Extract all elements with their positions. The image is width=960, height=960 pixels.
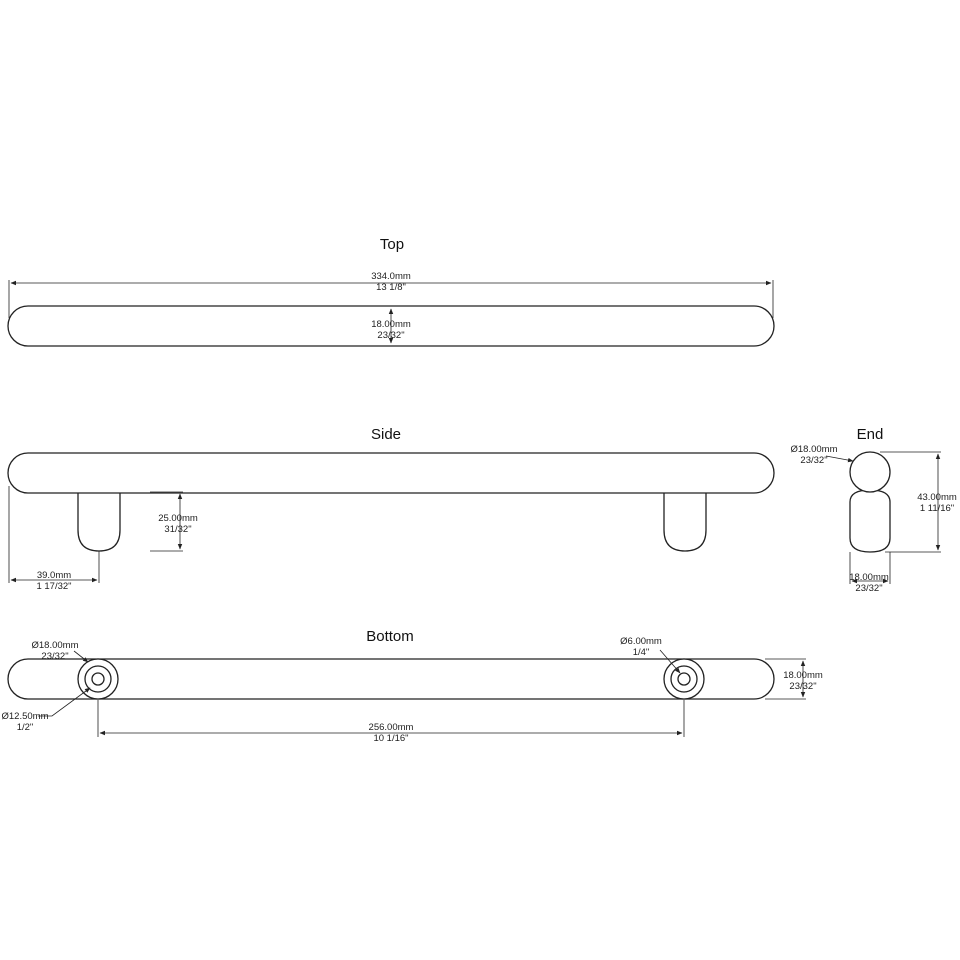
bottom-bar-outline: [7, 658, 775, 700]
end-view: End Ø18.00mm 23/32" 43.00mm 1 11/16" 18.…: [791, 426, 957, 594]
bottom-inner-diameter-leader: [38, 687, 91, 717]
end-width-mm-label: 18.00mm: [849, 572, 889, 583]
top-width-inch-label: 23/32": [377, 330, 404, 341]
bottom-width-mm-label: 18.00mm: [783, 670, 823, 681]
end-diameter-mm-label: Ø18.00mm: [791, 444, 838, 455]
bottom-hole-diameter-inch-label: 1/4": [633, 647, 650, 658]
end-height-inch-label: 1 11/16": [920, 503, 954, 514]
top-view: Top 334.0mm 13 1/8" 18.00mm 23/32": [7, 236, 775, 347]
bottom-view: Bottom Ø18.00mm 23/32" Ø12.50mm 1/2" Ø6.…: [2, 628, 823, 744]
bottom-width-inch-label: 23/32": [789, 681, 816, 692]
top-width-mm-label: 18.00mm: [371, 319, 411, 330]
end-height-mm-label: 43.00mm: [917, 492, 957, 503]
bottom-post-diameter-leader: [73, 650, 89, 663]
top-view-title: Top: [380, 236, 404, 253]
top-length-inch-label: 13 1/8": [376, 282, 406, 293]
bottom-inner-diameter-inch-label: 1/2": [17, 722, 34, 733]
bottom-hole-diameter-mm-label: Ø6.00mm: [620, 636, 662, 647]
bottom-post-diameter-inch-label: 23/32": [41, 651, 68, 662]
bottom-right-hole: [677, 672, 691, 686]
end-diameter-inch-label: 23/32": [800, 455, 827, 466]
bottom-view-title: Bottom: [366, 628, 414, 645]
end-bar-circle: [849, 451, 891, 493]
side-view: Side 25.00mm 31/32" 39.0mm 1 17/32": [7, 426, 775, 592]
end-post-outline: [849, 489, 891, 553]
side-bar-outline: [7, 452, 775, 494]
end-view-title: End: [857, 426, 884, 443]
bottom-spacing-inch-label: 10 1/16": [373, 733, 408, 744]
side-post-height-inch-label: 31/32": [164, 524, 191, 535]
side-post-height-mm-label: 25.00mm: [158, 513, 198, 524]
bottom-hole-diameter-leader: [659, 649, 681, 674]
side-post-offset-mm-label: 39.0mm: [37, 570, 71, 581]
bottom-inner-diameter-mm-label: Ø12.50mm: [2, 711, 49, 722]
bottom-left-hole: [91, 672, 105, 686]
top-length-mm-label: 334.0mm: [371, 271, 411, 282]
side-post-offset-inch-label: 1 17/32": [36, 581, 71, 592]
bottom-spacing-mm-label: 256.00mm: [369, 722, 414, 733]
side-view-title: Side: [371, 426, 401, 443]
end-diameter-leader: [825, 455, 854, 463]
bottom-post-diameter-mm-label: Ø18.00mm: [32, 640, 79, 651]
end-width-inch-label: 23/32": [855, 583, 882, 594]
